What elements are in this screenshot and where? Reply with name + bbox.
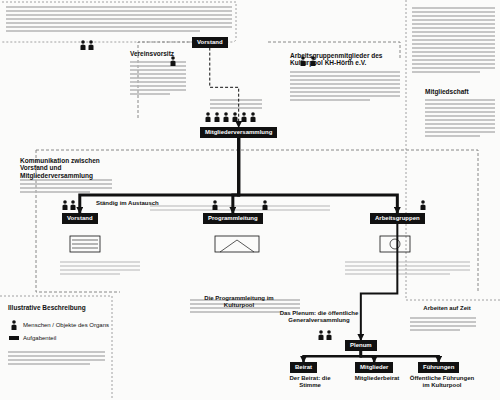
- legend-text: Aufgabenteil: [23, 335, 56, 341]
- text-lines: [210, 100, 262, 108]
- bar-label: Mitgliederversammlung: [205, 129, 272, 135]
- person-icon: [327, 330, 332, 340]
- section-heading: Ständig im Austausch: [96, 200, 159, 207]
- bar-label: Beirat: [295, 364, 312, 370]
- text-lines: [410, 318, 476, 330]
- object-icon: [72, 240, 98, 248]
- text-label: Arbeitsgruppenmitglieder des Kulturpool …: [290, 52, 402, 67]
- bar-label: Führungen: [423, 364, 454, 370]
- bar-label: Vorstand: [67, 215, 93, 221]
- bar-label: Programmleitung: [208, 215, 258, 221]
- legend-row: Menschen / Objekte des Organs: [8, 320, 109, 330]
- legend-sample: [8, 333, 20, 343]
- section-heading: Die Programmleitung im Kulturpool: [189, 295, 289, 309]
- section-heading: Der Beirat: die Stimme: [282, 375, 338, 389]
- text-lines: [8, 352, 105, 364]
- dashed-frame: [0, 296, 112, 400]
- person-icon: [215, 112, 220, 122]
- bar-label: Vorstand: [197, 39, 223, 45]
- object-icon: [380, 236, 410, 252]
- connector-arrow: [361, 351, 439, 362]
- object-icon: [215, 236, 259, 252]
- section-heading: Arbeiten auf Zeit: [412, 305, 482, 312]
- object-icon: [390, 239, 400, 249]
- legend-sample: [8, 320, 20, 330]
- org-bar: MitgliederMitgliederbeirat: [355, 362, 393, 373]
- legend: Menschen / Objekte des OrgansAufgabentei…: [8, 320, 109, 346]
- person-icon: [224, 112, 229, 122]
- bar-label: Plenum: [350, 342, 372, 348]
- connector-arrow: [361, 224, 398, 340]
- dashed-frame: [2, 2, 236, 42]
- person-icon: [233, 112, 238, 122]
- section-heading: Öffentliche Führungen im Kulturpool: [408, 375, 476, 389]
- org-bar: PlenumDas Plenum: die öffentliche Genera…: [345, 340, 377, 351]
- text-lines: [130, 62, 186, 94]
- person-icon: [213, 200, 218, 210]
- text-lines: [20, 180, 112, 192]
- person-icon: [171, 56, 176, 66]
- text-label: Illustrative Beschreibung: [8, 304, 86, 311]
- dashed-loop: [36, 150, 478, 292]
- person-icon: [89, 40, 94, 50]
- connector-arrow: [80, 138, 239, 213]
- text-lines: [425, 100, 495, 136]
- bar-label: Mitglieder: [360, 364, 388, 370]
- person-icon: [242, 112, 247, 122]
- person-icon: [319, 330, 324, 340]
- org-bar: ArbeitsgruppenArbeiten auf Zeit: [370, 213, 425, 224]
- text-lines: [60, 262, 140, 274]
- connector-arrow: [304, 351, 361, 362]
- person-icon: [71, 200, 76, 210]
- text-lines: [345, 262, 470, 274]
- object-icon: [70, 236, 100, 252]
- org-bar: BeiratDer Beirat: die Stimme: [290, 362, 317, 373]
- bar-sample: [9, 336, 19, 340]
- bar-label: Arbeitsgruppen: [375, 215, 420, 221]
- org-bar: VorstandStändig im Austausch: [62, 213, 98, 224]
- org-bar: Vorstand: [192, 37, 228, 48]
- org-bar: ProgrammleitungDie Programmleitung im Ku…: [203, 213, 263, 224]
- person-icon: [81, 40, 86, 50]
- org-bar: Mitgliederversammlung: [200, 127, 277, 138]
- section-heading: Mitgliederbeirat: [347, 375, 407, 382]
- text-lines: [412, 8, 495, 72]
- person-icon: [251, 112, 256, 122]
- person-icon: [63, 200, 68, 210]
- section-heading: Das Plenum: die öffentliche Generalversa…: [279, 310, 359, 324]
- text-lines: [150, 206, 330, 210]
- text-label: Mitgliedschaft: [425, 88, 469, 95]
- legend-row: Aufgabenteil: [8, 333, 109, 343]
- person-icon: [421, 200, 426, 210]
- text-lines: [6, 7, 232, 31]
- person-icon: [206, 112, 211, 122]
- person-sample: [12, 320, 17, 330]
- connector-arrow: [239, 138, 398, 213]
- text-label: Kommunikation zwischen Vorstand und Mitg…: [20, 157, 116, 179]
- org-bar: FührungenÖffentliche Führungen im Kultur…: [418, 362, 459, 373]
- text-label: Vereinsvorsitz: [130, 50, 174, 57]
- legend-text: Menschen / Objekte des Organs: [23, 322, 109, 328]
- connector-arrow: [210, 48, 239, 127]
- object-icon: [220, 240, 254, 252]
- text-lines: [290, 72, 400, 100]
- person-icon: [263, 200, 268, 210]
